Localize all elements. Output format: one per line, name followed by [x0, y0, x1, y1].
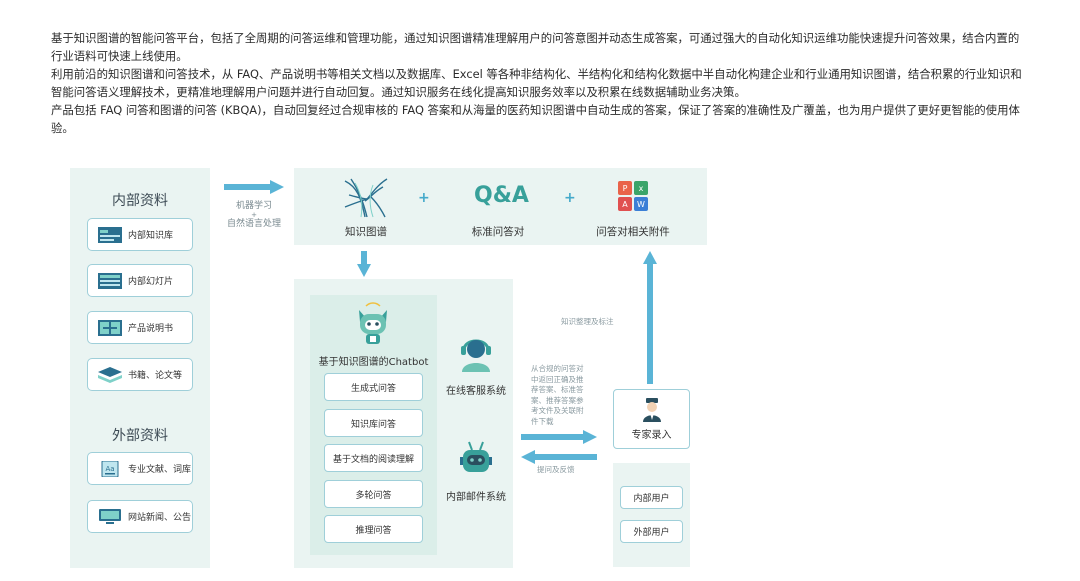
internal-item-label: 书籍、论文等: [128, 371, 183, 381]
expert-icon: [643, 398, 661, 422]
arrow-up-icon: [643, 251, 657, 384]
arrow-label: 机器学习 + 自然语言处理: [218, 201, 290, 230]
attachments-icon: P x A W: [618, 181, 648, 211]
plus-sign: +: [418, 190, 430, 206]
system-online-service: 在线客服系统: [446, 386, 506, 397]
external-title: 外部资料: [112, 428, 168, 444]
knowledge-base-icon: [98, 226, 122, 243]
svg-text:A: A: [622, 200, 628, 209]
note-question-feedback: 提问及反馈: [537, 465, 575, 474]
internal-item-manual: 产品说明书: [87, 311, 193, 344]
arrow-down-icon: [357, 251, 371, 277]
chatbot-robot-icon: [359, 302, 387, 344]
manual-icon: [98, 319, 122, 336]
internal-item-slides: 内部幻灯片: [87, 264, 193, 297]
books-icon: [98, 366, 122, 383]
internal-item-label: 内部知识库: [128, 231, 174, 241]
internal-item-knowledge-base: 内部知识库: [87, 218, 193, 251]
user-internal: 内部用户: [620, 486, 683, 509]
top-item-label: 知识图谱: [345, 226, 387, 238]
graph-icon: [344, 178, 388, 218]
chatbot-item-kb-qa: 知识库问答: [324, 409, 423, 437]
svg-text:W: W: [637, 200, 645, 209]
qa-glyph: Q&A: [474, 183, 529, 208]
arrow-left-icon: [521, 450, 597, 464]
chatbot-item-reasoning: 推理问答: [324, 515, 423, 543]
chatbot-item-reading-comprehension: 基于文档的阅读理解: [324, 444, 423, 472]
expert-label: 专家录入: [631, 430, 672, 441]
chatbot-item-multi-turn: 多轮问答: [324, 480, 423, 508]
user-external: 外部用户: [620, 520, 683, 543]
intro-paragraph-3: 产品包括 FAQ 问答和图谱的问答 (KBQA)，自动回复经过合规审核的 FAQ…: [51, 103, 1020, 135]
external-item-news: 网站新闻、公告: [87, 500, 193, 533]
intro-paragraph-2: 利用前沿的知识图谱和问答技术，从 FAQ、产品说明书等相关文档以及数据库、Exc…: [51, 67, 1022, 99]
note-answer-return: 从合规的问答对中返回正确及推荐答案、标准答案、推荐答案参考文件及关联附件下载: [531, 364, 584, 426]
plus-sign: +: [564, 190, 576, 206]
mail-robot-icon: [460, 441, 492, 472]
top-item-label: 问答对相关附件: [596, 226, 670, 238]
users-panel: [613, 463, 690, 567]
arrow-right-icon: [224, 180, 284, 194]
system-internal-mail: 内部邮件系统: [446, 492, 506, 503]
external-item-label: 网站新闻、公告: [128, 513, 192, 523]
arrow-right-icon: [521, 430, 597, 444]
internal-item-label: 内部幻灯片: [128, 277, 174, 287]
customer-service-agent-icon: [461, 339, 491, 372]
svg-text:x: x: [639, 184, 644, 193]
intro-text: 基于知识图谱的智能问答平台，包括了全周期的问答运维和管理功能，通过知识图谱精准理…: [51, 29, 1026, 137]
external-item-label: 专业文献、词库: [128, 465, 192, 475]
monitor-icon: [99, 508, 121, 524]
expert-entry-box: 专家录入: [613, 389, 690, 449]
chatbot-title: 基于知识图谱的Chatbot: [318, 357, 429, 368]
chatbot-item-generative-qa: 生成式问答: [324, 373, 423, 401]
arrow-label-plus: +: [251, 211, 257, 219]
top-item-label: 标准问答对: [471, 226, 525, 238]
slides-icon: [98, 272, 122, 289]
internal-item-books: 书籍、论文等: [87, 358, 193, 391]
external-item-literature: Aa 专业文献、词库: [87, 452, 193, 485]
literature-icon: Aa: [101, 460, 119, 477]
arrow-label-nlp: 自然语言处理: [226, 219, 281, 229]
intro-paragraph-1: 基于知识图谱的智能问答平台，包括了全周期的问答运维和管理功能，通过知识图谱精准理…: [51, 31, 1020, 63]
svg-text:Aa: Aa: [105, 465, 114, 473]
arrow-label-ml: 机器学习: [235, 201, 272, 211]
internal-title: 内部资料: [112, 193, 168, 209]
note-knowledge-curation: 知识整理及标注: [561, 317, 614, 326]
svg-text:P: P: [623, 184, 628, 193]
internal-item-label: 产品说明书: [128, 324, 174, 334]
